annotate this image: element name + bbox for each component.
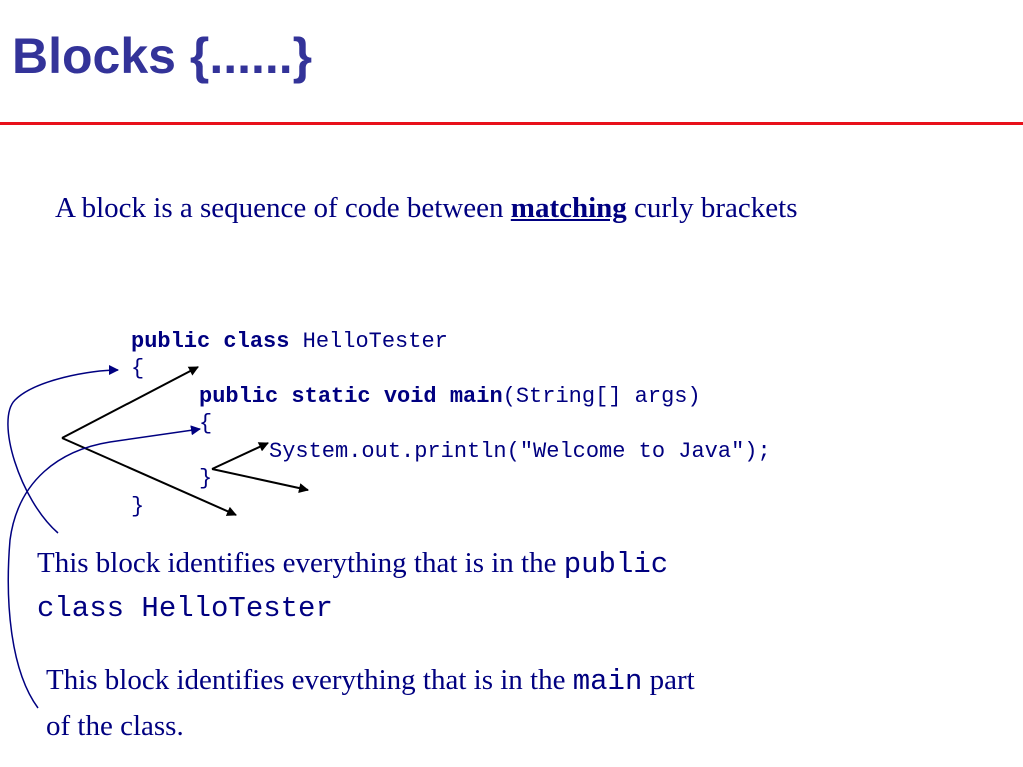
- intro-emphasis: matching: [510, 192, 627, 224]
- code-keyword: public class: [131, 329, 290, 354]
- code-params: (String[] args): [502, 384, 701, 409]
- code-line-6: }: [199, 466, 213, 491]
- code-line-1: public class HelloTester: [131, 328, 448, 355]
- code-class-name: HelloTester: [289, 329, 448, 354]
- code-line-2: {: [131, 356, 145, 381]
- code-keyword: public static void main: [199, 384, 503, 409]
- description-2-code: main: [572, 665, 643, 698]
- arrow-outer-close: [61, 437, 237, 516]
- arrow-outer-open: [61, 366, 199, 439]
- arrow-inner-open: [211, 442, 269, 470]
- description-1: This block identifies everything that is…: [37, 542, 668, 630]
- description-2-after: part: [642, 664, 695, 696]
- intro-text: A block is a sequence of code between ma…: [55, 190, 797, 226]
- callout-curve-outer: [7, 365, 119, 534]
- description-2-text: This block identifies everything that is…: [46, 664, 573, 696]
- code-line-7: }: [131, 494, 145, 519]
- code-line-3: public static void main(String[] args): [199, 383, 701, 410]
- callout-curve-inner: [7, 425, 201, 709]
- description-1-code-2: class HelloTester: [37, 592, 333, 625]
- code-line-4: {: [199, 411, 213, 436]
- title-divider: [0, 122, 1023, 125]
- slide-title: Blocks {......}: [12, 28, 313, 84]
- intro-after: curly brackets: [626, 192, 798, 224]
- description-1-code: public: [563, 548, 669, 581]
- code-line-5: System.out.println("Welcome to Java");: [269, 439, 771, 464]
- description-2-line-2: of the class.: [46, 710, 184, 742]
- arrow-inner-close: [211, 468, 309, 493]
- description-2: This block identifies everything that is…: [46, 658, 695, 749]
- description-1-text: This block identifies everything that is…: [37, 547, 564, 579]
- intro-before: A block is a sequence of code between: [55, 192, 511, 224]
